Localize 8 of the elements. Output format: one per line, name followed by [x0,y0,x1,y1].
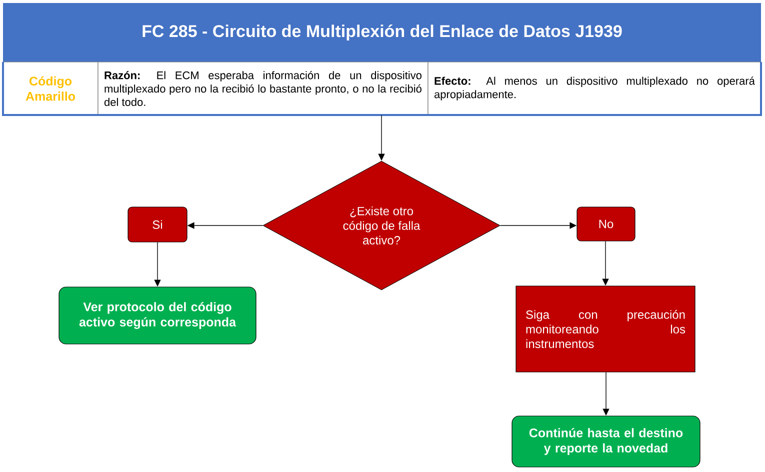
branch-box: Si [128,206,188,242]
process-box: Siga con precaución monitoreando los instrumentos [516,286,696,372]
action-box: Continúe hasta el destino y reporte la novedad [512,416,700,468]
action-box: Ver protocolo del código activo según corresponda [58,286,256,344]
branch-box: No [576,206,636,242]
table-cell: Código Amarillo [2,62,98,116]
table-cell: Efecto: Al menos un dispositivo multiplexado no operará apropiadamente. [428,62,762,116]
title-banner: FC 285 - Circuito de Multiplexión del Enlace de Datos J1939 [3,3,761,62]
